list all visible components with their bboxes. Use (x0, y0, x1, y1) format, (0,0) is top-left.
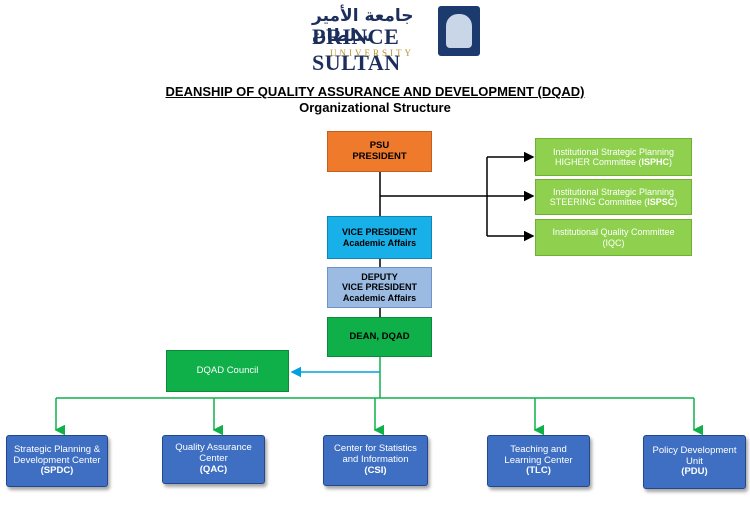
node-csi: Center for Statistics and Information (C… (323, 435, 428, 486)
node-qac: Quality Assurance Center (QAC) (162, 435, 265, 484)
node-dean-dqad: DEAN, DQAD (327, 317, 432, 357)
node-dqad-council: DQAD Council (166, 350, 289, 392)
node-spdc: Strategic Planning & Development Center … (6, 435, 108, 487)
page-title: DEANSHIP OF QUALITY ASSURANCE AND DEVELO… (165, 84, 585, 99)
logo-arabic-text: جامعة الأمير سلطان (312, 6, 414, 46)
seal-icon (438, 6, 480, 56)
page-subtitle: Organizational Structure (299, 100, 451, 115)
logo-university: UNIVERSITY (330, 48, 414, 58)
node-pdu: Policy Development Unit (PDU) (643, 435, 746, 489)
university-logo: جامعة الأمير سلطان PRINCE SULTAN UNIVERS… (290, 6, 480, 75)
node-iqc: Institutional Quality Committee (IQC) (535, 219, 692, 256)
node-psu-president: PSU PRESIDENT (327, 131, 432, 172)
node-vice-president: VICE PRESIDENT Academic Affairs (327, 216, 432, 259)
node-isphc: Institutional Strategic Planning HIGHER … (535, 138, 692, 176)
logo-name: PRINCE SULTAN (312, 24, 401, 75)
node-deputy-vice-president: DEPUTY VICE PRESIDENT Academic Affairs (327, 267, 432, 308)
node-tlc: Teaching and Learning Center (TLC) (487, 435, 590, 487)
node-ispsc: Institutional Strategic Planning STEERIN… (535, 179, 692, 215)
